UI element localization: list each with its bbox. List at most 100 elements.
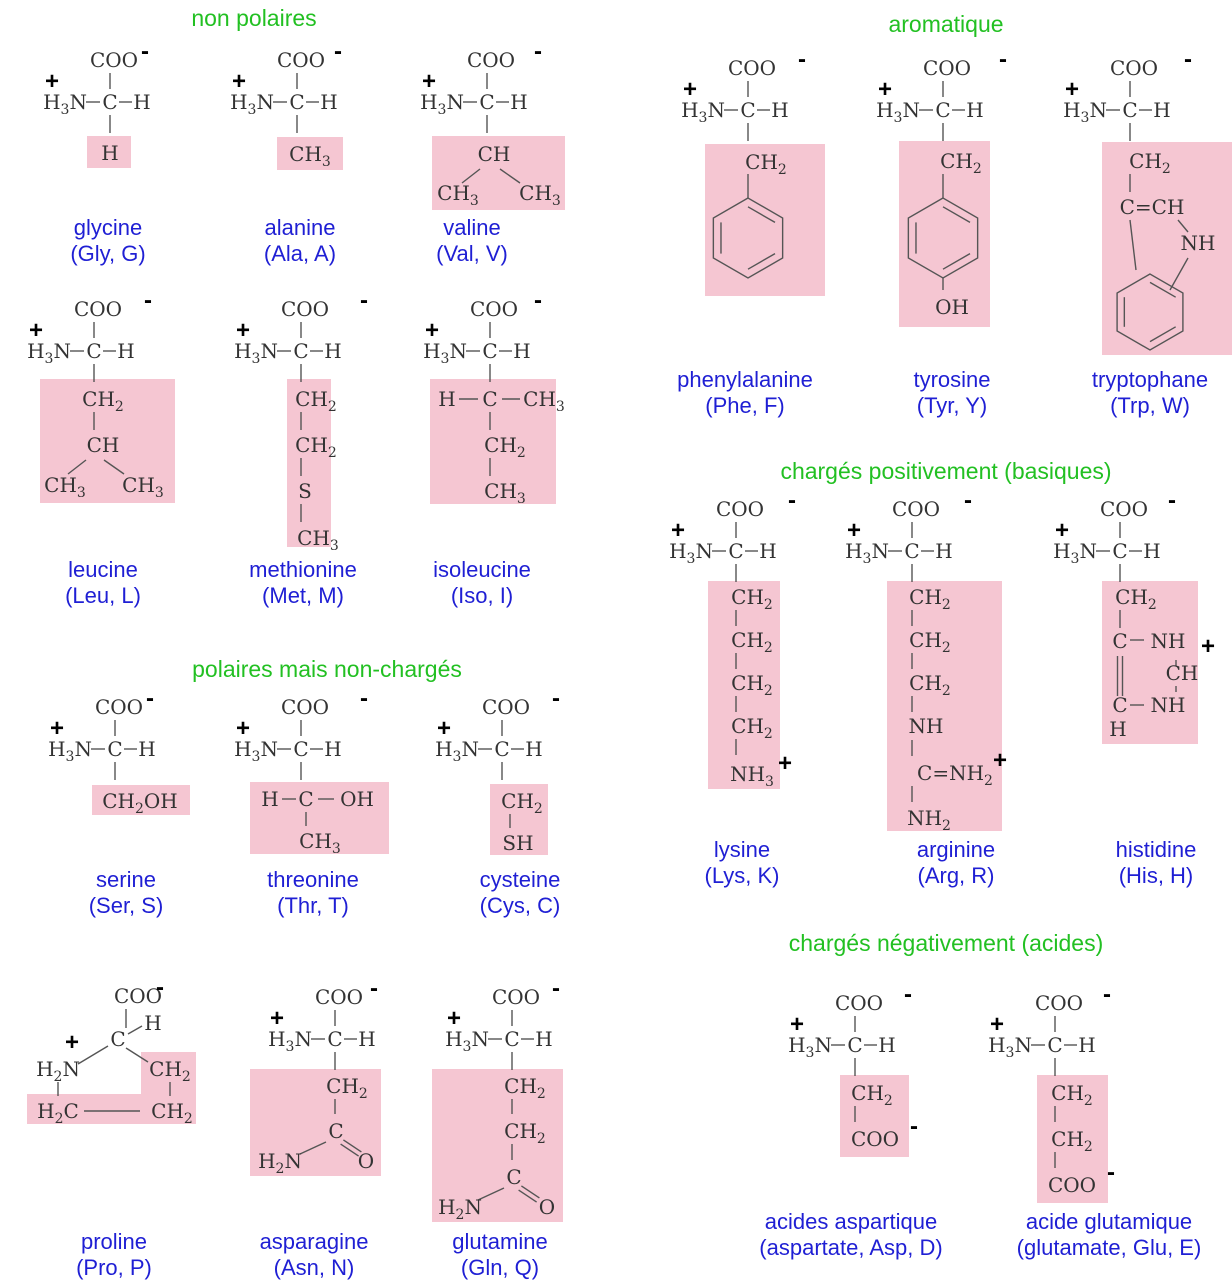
ile-plus-sign: + — [425, 317, 439, 344]
lys-alpha-h: H — [759, 539, 776, 563]
asp-name: acides aspartique — [765, 1209, 937, 1234]
ile-side-ch3-a: CH3​ — [523, 387, 565, 415]
asn-bond — [299, 1141, 327, 1155]
trp-alpha-h: H — [1153, 98, 1170, 122]
lys-minus-sign: - — [788, 487, 796, 514]
lys-side-ch2-4: CH2​ — [731, 714, 773, 742]
arg-side-c-eq-nh2: C=NH2​ — [917, 761, 993, 789]
glu-alpha-h: H — [1078, 1033, 1095, 1057]
sidechain-highlights — [27, 136, 1232, 1222]
phe-amine: H3​N — [681, 98, 725, 126]
leu-name: leucine — [68, 557, 138, 582]
val-plus-sign: + — [422, 68, 436, 95]
his-plus-sign: + — [1055, 517, 1069, 544]
his-minus-sign: - — [1168, 487, 1176, 514]
pro-minus-sign: - — [156, 974, 164, 1001]
val-alpha-h: H — [510, 90, 527, 114]
val-name: valine — [443, 215, 500, 240]
gly-side-h: H — [101, 141, 118, 165]
leu-minus-sign: - — [144, 287, 152, 314]
glu-sidechain-box — [1037, 1075, 1108, 1203]
asp-abbr: (aspartate, Asp, D) — [759, 1235, 942, 1260]
met-abbr: (Met, M) — [262, 583, 344, 608]
gln-double-bond — [518, 1189, 538, 1203]
val-abbr: (Val, V) — [436, 241, 508, 266]
asn-alpha-h: H — [358, 1027, 375, 1051]
trp-benzene-ring-double — [1149, 326, 1177, 343]
lys-side-ch2-2: CH2​ — [731, 628, 773, 656]
phe-alpha-h: H — [771, 98, 788, 122]
lys-side-ch2-1: CH2​ — [731, 585, 773, 613]
his-side-plus-sign: + — [1201, 633, 1215, 660]
ile-minus-sign: - — [534, 287, 542, 314]
thr-sidechain-box — [250, 782, 389, 854]
asp-side-ch2: CH2​ — [851, 1081, 893, 1109]
lys-side-plus-sign: + — [778, 750, 792, 777]
cys-side-sh: SH — [502, 831, 533, 855]
cys-carboxyl: COO — [482, 695, 530, 719]
thr-abbr: (Thr, T) — [277, 893, 349, 918]
gly-plus-sign: + — [45, 68, 59, 95]
asn-plus-sign: + — [270, 1005, 284, 1032]
tyr-sidechain-box — [899, 141, 990, 327]
arg-name: arginine — [917, 837, 995, 862]
asn-side-c: C — [328, 1119, 343, 1143]
ala-carboxyl: COO — [277, 48, 325, 72]
his-side-nh-a: NH — [1151, 629, 1186, 653]
phe-benzene-ring — [712, 197, 784, 279]
cys-amine: H3​N — [435, 737, 479, 765]
asn-sidechain-box — [250, 1069, 381, 1176]
trp-alpha-carbon: C — [1122, 98, 1137, 122]
asn-carboxyl: COO — [315, 985, 363, 1009]
lys-side-nh3: NH3​ — [730, 762, 774, 790]
ala-alpha-carbon: C — [289, 90, 304, 114]
arg-abbr: (Arg, R) — [918, 863, 995, 888]
gly-carboxyl: COO — [90, 48, 138, 72]
arg-side-ch2-3: CH2​ — [909, 671, 951, 699]
met-side-ch2-a: CH2​ — [295, 387, 337, 415]
val-side-ch3-b: CH3​ — [519, 181, 561, 209]
val-side-ch: CH — [478, 142, 511, 166]
ser-amine: H3​N — [48, 737, 92, 765]
asn-side-o: O — [358, 1149, 374, 1173]
section-title-negative: chargés négativement (acides) — [789, 930, 1104, 956]
tyr-alpha-carbon: C — [935, 98, 950, 122]
glu-side-minus-sign: - — [1107, 1159, 1115, 1186]
leu-side-ch2: CH2​ — [82, 387, 124, 415]
cys-minus-sign: - — [552, 685, 560, 712]
tyr-plus-sign: + — [878, 76, 892, 103]
asn-side-h2n: H2​N — [258, 1149, 302, 1177]
section-title-polar: polaires mais non-chargés — [192, 656, 462, 682]
lys-side-ch2-3: CH2​ — [731, 671, 773, 699]
ile-side-ch3-b: CH3​ — [484, 479, 526, 507]
gln-bond — [477, 1187, 505, 1201]
ala-plus-sign: + — [232, 68, 246, 95]
phe-name: phenylalanine — [677, 367, 813, 392]
asp-minus-sign: - — [904, 981, 912, 1008]
asn-alpha-carbon: C — [327, 1027, 342, 1051]
ala-amine: H3​N — [230, 90, 274, 118]
ala-minus-sign: - — [334, 38, 342, 65]
lys-name: lysine — [714, 837, 770, 862]
gln-side-ch2-b: CH2​ — [504, 1119, 546, 1147]
arg-side-nh: NH — [909, 714, 944, 738]
glu-plus-sign: + — [990, 1011, 1004, 1038]
ile-side-ch2: CH2​ — [484, 433, 526, 461]
gly-alpha-carbon: C — [102, 90, 117, 114]
met-name: methionine — [249, 557, 357, 582]
asp-carboxyl: COO — [835, 991, 883, 1015]
thr-side-h: H — [261, 787, 278, 811]
phe-carboxyl: COO — [728, 56, 776, 80]
leu-bond — [67, 459, 87, 475]
gln-side-h2n: H2​N — [438, 1195, 482, 1223]
gln-side-o: O — [539, 1195, 555, 1219]
ser-minus-sign: - — [146, 685, 154, 712]
met-alpha-carbon: C — [293, 339, 308, 363]
asn-abbr: (Asn, N) — [274, 1255, 355, 1280]
ala-abbr: (Ala, A) — [264, 241, 336, 266]
met-alpha-h: H — [324, 339, 341, 363]
asn-double-bond — [340, 1143, 360, 1157]
gly-abbr: (Gly, G) — [70, 241, 145, 266]
